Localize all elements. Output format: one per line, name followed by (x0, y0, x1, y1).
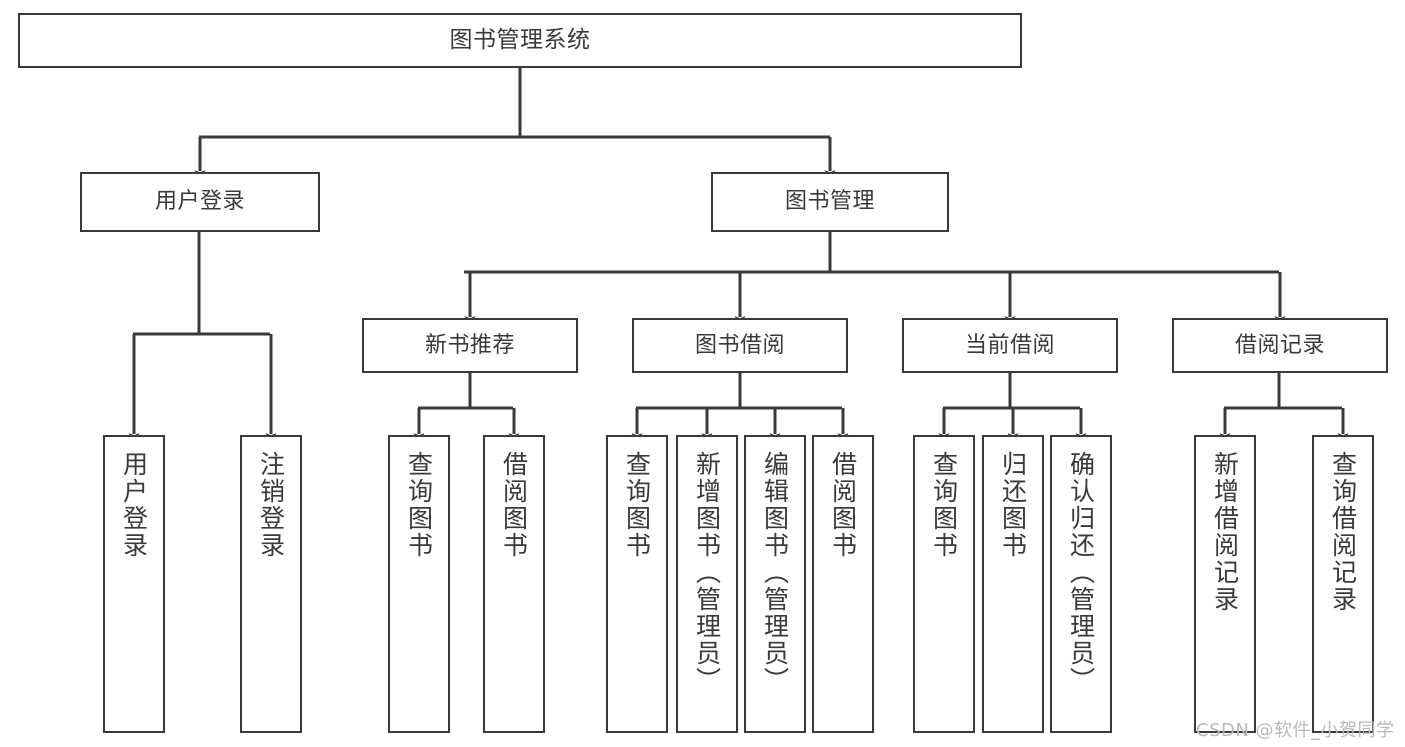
leaf-query-book-current[interactable]: 查询图书 (913, 435, 975, 733)
node-book-borrow[interactable]: 图书借阅 (632, 318, 848, 373)
node-book-borrow-label: 图书借阅 (694, 332, 785, 358)
leaf-edit-book-admin[interactable]: 编辑图书（管理员） (744, 435, 806, 733)
leaf-add-book-admin[interactable]: 新增图书（管理员） (676, 435, 738, 733)
node-user-login-label: 用户登录 (154, 189, 245, 215)
leaf-borrow-book-recommend[interactable]: 借阅图书 (483, 435, 545, 733)
leaf-query-book-borrow-label: 查询图书 (622, 451, 652, 559)
node-new-book-recommend[interactable]: 新书推荐 (362, 318, 578, 373)
leaf-borrow-book-borrow[interactable]: 借阅图书 (812, 435, 874, 733)
node-book-manage[interactable]: 图书管理 (711, 172, 949, 232)
node-borrow-record-label: 借阅记录 (1234, 332, 1325, 358)
leaf-query-borrow-record[interactable]: 查询借阅记录 (1312, 435, 1374, 733)
leaf-query-book-borrow[interactable]: 查询图书 (606, 435, 668, 733)
leaf-query-book-recommend-label: 查询图书 (404, 451, 434, 559)
leaf-borrow-book-recommend-label: 借阅图书 (499, 451, 529, 559)
leaf-user-login-label: 用户登录 (119, 451, 149, 559)
node-root-label: 图书管理系统 (449, 26, 591, 53)
leaf-query-book-current-label: 查询图书 (929, 451, 959, 559)
leaf-return-book[interactable]: 归还图书 (982, 435, 1044, 733)
node-root[interactable]: 图书管理系统 (18, 13, 1022, 68)
node-current-borrow[interactable]: 当前借阅 (902, 318, 1118, 373)
leaf-edit-book-admin-label: 编辑图书（管理员） (760, 451, 790, 694)
leaf-confirm-return-admin-label: 确认归还（管理员） (1066, 451, 1096, 694)
node-book-manage-label: 图书管理 (784, 189, 875, 215)
watermark: CSDN @软件_小贺同学 (1196, 720, 1395, 741)
leaf-logout-label: 注销登录 (256, 451, 286, 559)
leaf-logout[interactable]: 注销登录 (240, 435, 302, 733)
leaf-query-borrow-record-label: 查询借阅记录 (1328, 451, 1358, 613)
leaf-add-book-admin-label: 新增图书（管理员） (692, 451, 722, 694)
node-new-book-recommend-label: 新书推荐 (424, 332, 515, 358)
leaf-query-book-recommend[interactable]: 查询图书 (388, 435, 450, 733)
leaf-add-borrow-record-label: 新增借阅记录 (1210, 451, 1240, 613)
node-current-borrow-label: 当前借阅 (964, 332, 1055, 358)
node-borrow-record[interactable]: 借阅记录 (1172, 318, 1388, 373)
leaf-return-book-label: 归还图书 (998, 451, 1028, 559)
leaf-borrow-book-borrow-label: 借阅图书 (828, 451, 858, 559)
leaf-add-borrow-record[interactable]: 新增借阅记录 (1194, 435, 1256, 733)
node-user-login[interactable]: 用户登录 (80, 172, 320, 232)
leaf-user-login[interactable]: 用户登录 (103, 435, 165, 733)
leaf-confirm-return-admin[interactable]: 确认归还（管理员） (1050, 435, 1112, 733)
